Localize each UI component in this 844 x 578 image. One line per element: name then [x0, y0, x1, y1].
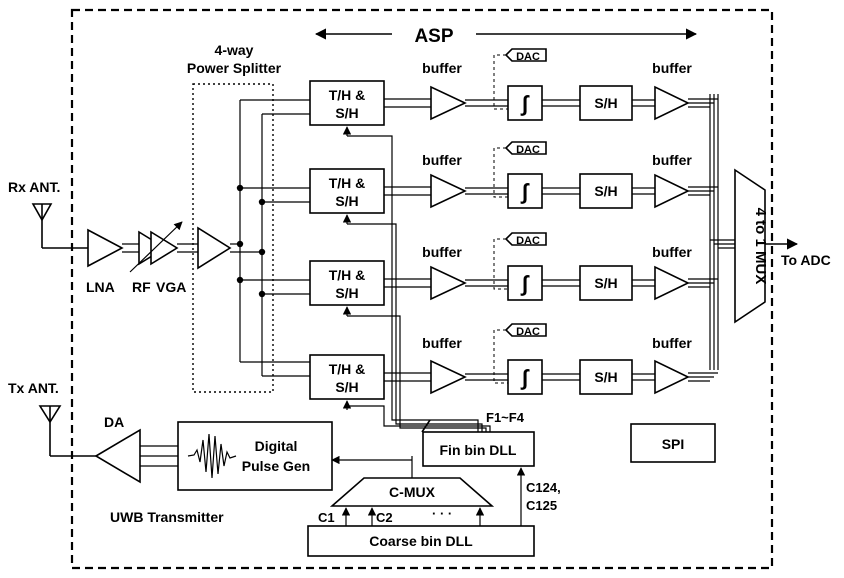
coarse-bin-dll-label: Coarse bin DLL [369, 533, 473, 549]
buffer-amplifier [430, 359, 467, 395]
th-sh-block [309, 260, 385, 306]
th-sh-label-line1: T/H & [329, 361, 366, 377]
c1-label: C1 [318, 510, 335, 525]
f1-f4-label: F1~F4 [486, 410, 525, 425]
rf-label: RF [132, 279, 151, 295]
rx-ant-label: Rx ANT. [8, 179, 60, 195]
sh-block [579, 173, 633, 209]
dac-label: DAC [516, 51, 540, 63]
uwb-transmitter-label: UWB Transmitter [110, 509, 224, 525]
dots-label: · · · [432, 506, 452, 521]
dac-tag [504, 232, 547, 246]
integrator-block [507, 359, 543, 395]
chip-boundary [70, 8, 774, 570]
buffer-label: buffer [422, 244, 462, 260]
lna-label: LNA [86, 279, 115, 295]
c-mux-block [329, 477, 495, 507]
integrator-block [507, 173, 543, 209]
splitter-label-line2: Power Splitter [187, 60, 282, 76]
th-sh-block [309, 354, 385, 400]
th-sh-label-line1: T/H & [329, 267, 366, 283]
buffer-amplifier [654, 359, 690, 395]
sh-label: S/H [594, 275, 617, 291]
asp-label: ASP [414, 26, 453, 47]
th-sh-label-line2: S/H [335, 285, 358, 301]
buffer-label: buffer [422, 152, 462, 168]
spi-block [630, 423, 716, 463]
rf-vga-amplifier [129, 221, 198, 273]
output-bus [709, 94, 735, 370]
dac-label: DAC [516, 326, 540, 338]
to-adc-label: To ADC [781, 252, 831, 268]
buffer-label: buffer [652, 60, 692, 76]
dac-tag [504, 48, 547, 62]
sh-block [579, 85, 633, 121]
pulse-gen-label-line1: Digital [255, 438, 298, 454]
da-amplifier [94, 428, 141, 484]
lna-amplifier [87, 228, 139, 268]
tx-antenna-icon [38, 405, 96, 457]
buffer-amplifier [654, 85, 690, 121]
integrator-block [507, 265, 543, 301]
da-label: DA [104, 414, 124, 430]
integrator-symbol: ∫ [520, 179, 530, 204]
sh-block [579, 359, 633, 395]
integrator-symbol: ∫ [520, 271, 530, 296]
coarse-bin-dll-block [307, 525, 535, 557]
dac-tag [504, 323, 547, 337]
splitter-label-line1: 4-way [215, 42, 254, 58]
asp-channel-4: T/H & S/H buffer DAC ∫ S/H buffer [309, 323, 718, 410]
buffer-label: buffer [422, 335, 462, 351]
integrator-symbol: ∫ [520, 365, 530, 390]
buffer-label: buffer [652, 335, 692, 351]
pulse-gen-label-line2: Pulse Gen [242, 458, 310, 474]
th-sh-label-line2: S/H [335, 193, 358, 209]
asp-channel-1: T/H & S/H buffer DAC ∫ S/H buffer [309, 48, 718, 136]
th-sh-block [309, 168, 385, 214]
buffer-label: buffer [652, 152, 692, 168]
c125-label: C125 [526, 498, 557, 513]
buffer-label: buffer [422, 60, 462, 76]
pulse-waveform-icon [187, 433, 237, 479]
splitter-bus [236, 99, 310, 377]
th-sh-block [309, 80, 385, 126]
sh-label: S/H [594, 95, 617, 111]
tx-ant-label: Tx ANT. [8, 380, 59, 396]
buffer-amplifier [430, 85, 467, 121]
sh-label: S/H [594, 183, 617, 199]
mux-4to1 [734, 168, 766, 324]
integrator-block [507, 85, 543, 121]
buffer-amplifier [654, 173, 690, 209]
sh-label: S/H [594, 369, 617, 385]
mux-label: 4 to 1 MUX [752, 208, 769, 285]
th-sh-label-line2: S/H [335, 105, 358, 121]
fin-bin-dll-block [422, 431, 535, 467]
buffer-amplifier [430, 265, 467, 301]
rx-antenna-icon [31, 203, 88, 249]
buffer-label: buffer [652, 244, 692, 260]
c-mux-label: C-MUX [389, 484, 436, 500]
clock-bus [347, 135, 491, 432]
th-sh-label-line1: T/H & [329, 87, 366, 103]
asp-channel-3: T/H & S/H buffer DAC ∫ S/H buffer [309, 232, 718, 316]
sh-block [579, 265, 633, 301]
power-splitter-box [192, 83, 274, 393]
asp-channel-2: T/H & S/H buffer DAC ∫ S/H buffer [309, 141, 718, 224]
vga-label: VGA [156, 279, 186, 295]
c124-label: C124, [526, 480, 561, 495]
splitter-input-amplifier [197, 226, 232, 270]
dac-label: DAC [516, 235, 540, 247]
th-sh-label-line1: T/H & [329, 175, 366, 191]
buffer-amplifier [654, 265, 690, 301]
dac-label: DAC [516, 144, 540, 156]
dac-tag [504, 141, 547, 155]
buffer-amplifier [430, 173, 467, 209]
c2-label: C2 [376, 510, 393, 525]
spi-label: SPI [662, 436, 685, 452]
th-sh-label-line2: S/H [335, 379, 358, 395]
integrator-symbol: ∫ [520, 91, 530, 116]
fin-bin-dll-label: Fin bin DLL [440, 442, 517, 458]
